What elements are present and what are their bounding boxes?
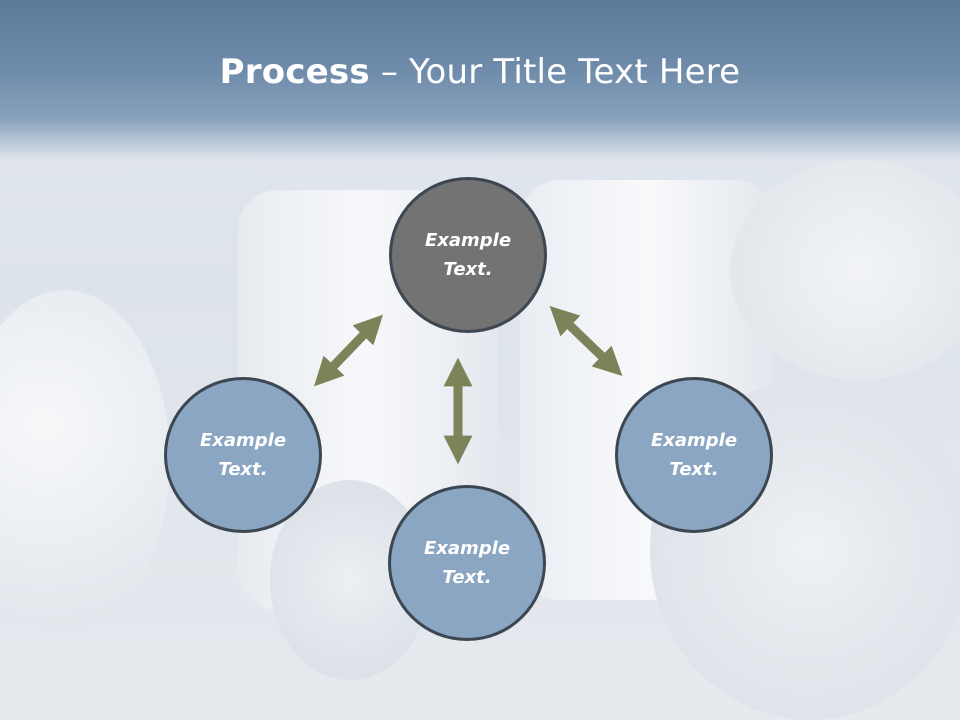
node-top: Example Text.: [389, 177, 547, 333]
node-left: Example Text.: [164, 377, 322, 533]
node-left-label: Example Text.: [199, 430, 287, 480]
title-bold: Process: [219, 52, 370, 92]
header-band: [0, 0, 960, 160]
arrow-top-right: [549, 306, 623, 376]
node-top-label: Example Text.: [424, 230, 512, 280]
node-bottom-label: Example Text.: [423, 538, 511, 588]
arrow-top-left: [314, 314, 383, 387]
node-right-label: Example Text.: [650, 430, 738, 480]
slide-title: Process – Your Title Text Here: [0, 52, 960, 92]
node-bottom: Example Text.: [388, 485, 546, 641]
title-rest: Your Title Text Here: [409, 52, 741, 92]
title-separator: –: [369, 52, 410, 92]
node-right: Example Text.: [615, 377, 773, 533]
